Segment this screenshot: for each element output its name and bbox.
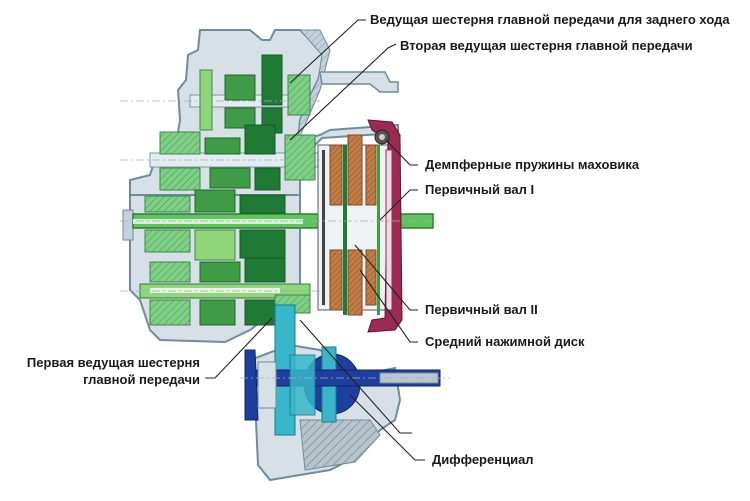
- label-first-drive-gear-line2: главной передачи: [83, 372, 200, 387]
- label-second-drive-gear: Вторая ведущая шестерня главной передачи: [400, 38, 693, 53]
- leader-middle-pressure-plate: [359, 269, 418, 343]
- label-input-shaft-2: Первичный вал II: [425, 302, 538, 317]
- label-first-drive-gear-line1: Первая ведущая шестерня: [26, 355, 200, 370]
- lower-shaft-assembly: [139, 257, 311, 326]
- leader-reverse-diff: [299, 319, 412, 434]
- differential-assembly: [244, 304, 441, 482]
- centerlines: [120, 100, 450, 379]
- label-reverse-drive-gear: Ведущая шестерня главной передачи для за…: [370, 12, 730, 27]
- dual-clutch-pack: [317, 134, 389, 316]
- leader-input-shaft-2: [354, 244, 418, 311]
- upper-shaft-assembly: [189, 54, 311, 134]
- leader-first-drive-gear: [205, 317, 273, 379]
- label-differential: Дифференциал: [432, 452, 534, 467]
- leader-lines: [205, 19, 425, 461]
- flywheel: [367, 119, 403, 333]
- leader-second-drive-gear: [289, 43, 397, 141]
- leader-differential: [349, 394, 425, 461]
- leader-input-shaft-1: [379, 189, 418, 221]
- leader-damper-springs: [385, 139, 418, 166]
- label-input-shaft-1: Первичный вал I: [425, 182, 535, 197]
- label-middle-pressure-plate: Средний нажимной диск: [425, 334, 585, 349]
- label-damper-springs: Демпферные пружины маховика: [425, 157, 640, 172]
- leader-reverse-drive-gear: [289, 19, 366, 84]
